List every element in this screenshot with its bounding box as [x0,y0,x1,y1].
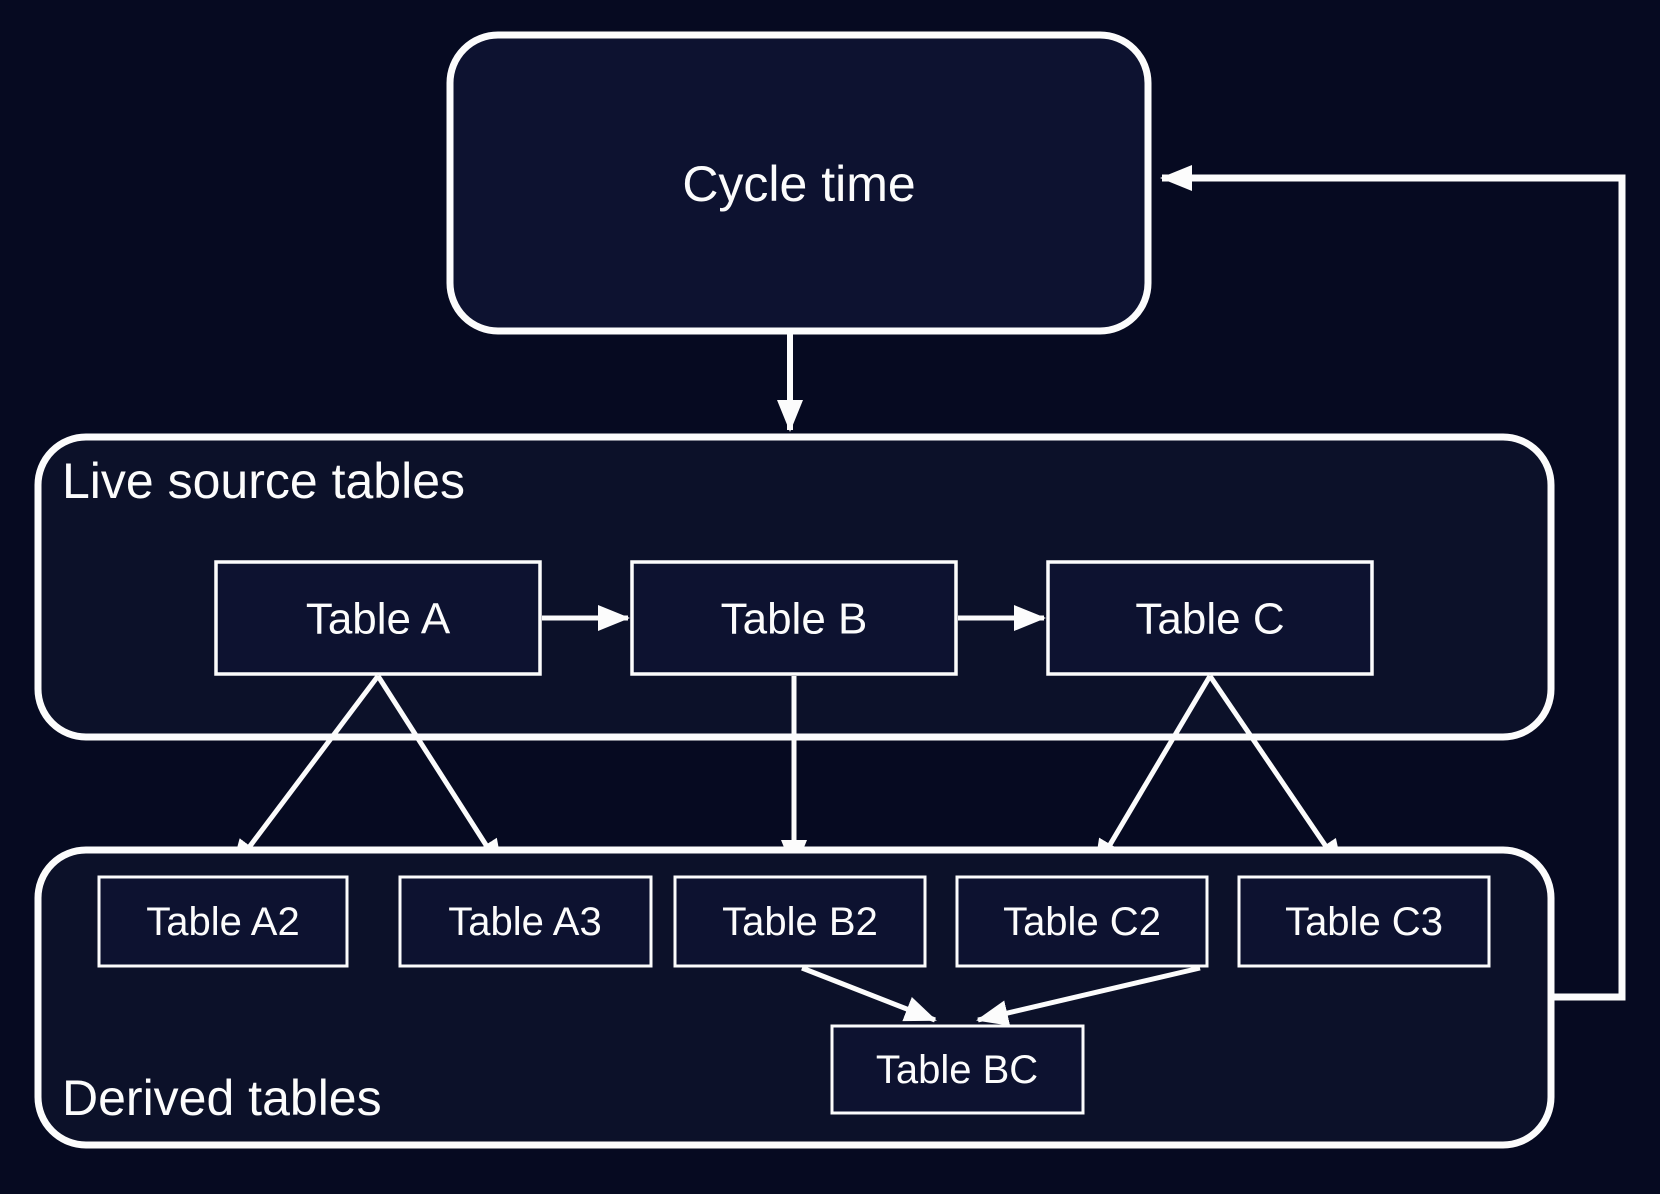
table-bc-box [830,1024,1085,1115]
arrow-c-to-c3 [1207,674,1345,872]
table-c-box [1046,560,1374,676]
cycle-time-label: Cycle time [682,156,915,212]
table-a2-label: Table A2 [146,900,299,944]
arrow-a-to-a2 [230,674,380,872]
table-bc-label: Table BC [876,1048,1038,1092]
table-c2-box [955,875,1209,968]
table-b-box [630,560,958,676]
arrow-c2-to-bc [976,965,1201,1026]
table-a3-label: Table A3 [448,900,601,944]
table-a-box [214,560,542,676]
table-c3-label: Table C3 [1285,900,1443,944]
cycle-time-box [446,31,1152,335]
arrow-b2-to-bc [801,965,937,1023]
arrow-c-to-c2 [1092,674,1213,872]
table-a2-box [97,875,349,968]
table-c3-box [1237,875,1491,968]
table-c2-label: Table C2 [1003,900,1161,944]
table-c-label: Table C [1135,595,1284,644]
table-b2-box [673,875,927,968]
arrow-a-to-a3 [375,674,505,872]
derived-tables-label: Derived tables [62,1070,382,1126]
table-b-label: Table B [721,595,868,644]
table-a-label: Table A [306,595,451,644]
table-b2-label: Table B2 [722,900,878,944]
table-a3-box [398,875,653,968]
feedback-loop-line [1160,165,1626,1001]
live-sources-label: Live source tables [62,453,465,509]
